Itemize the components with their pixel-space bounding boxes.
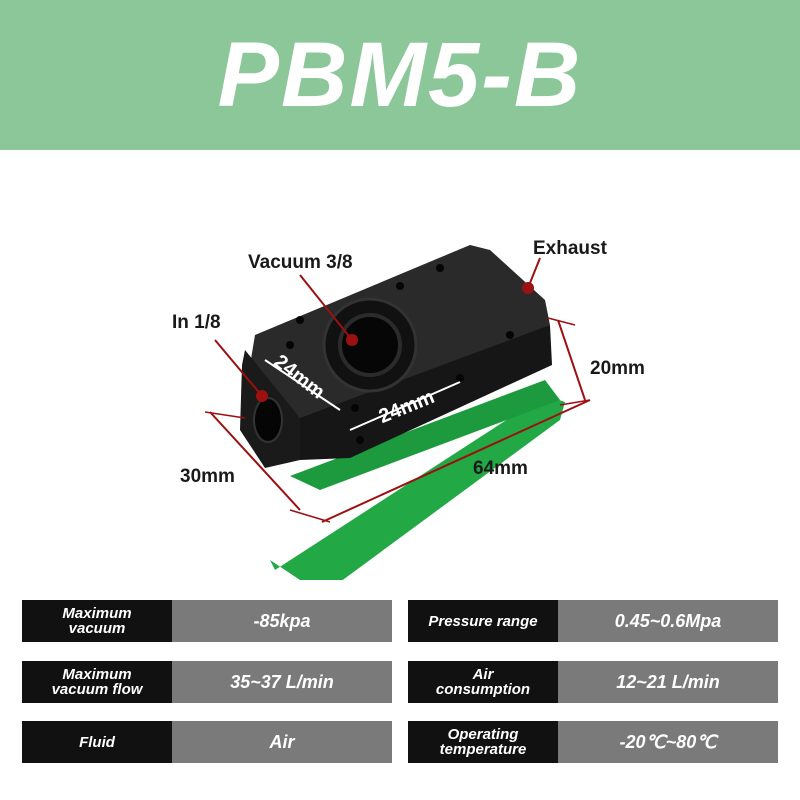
marker-vacuum <box>346 334 358 346</box>
spec-value: -20℃~80℃ <box>558 721 778 763</box>
product-diagram: Vacuum 3/8 Exhaust In 1/8 20mm 30mm 64mm… <box>0 150 800 580</box>
spec-value: 0.45~0.6Mpa <box>558 600 778 642</box>
marker-in <box>256 390 268 402</box>
spec-value: -85kpa <box>172 600 392 642</box>
body-front-face <box>300 325 552 460</box>
product-illustration <box>204 245 591 580</box>
label-height: 20mm <box>590 358 645 379</box>
green-base <box>270 395 565 580</box>
label-vacuum-port: Vacuum 3/8 <box>248 252 353 273</box>
spec-value: 35~37 L/min <box>172 661 392 703</box>
spec-row: Pressure range 0.45~0.6Mpa <box>408 600 778 642</box>
in-port <box>253 397 283 443</box>
spec-key: Pressure range <box>408 600 558 642</box>
spec-value: 12~21 L/min <box>558 661 778 703</box>
label-width: 30mm <box>180 466 235 487</box>
marker-exhaust <box>522 282 534 294</box>
label-exhaust: Exhaust <box>533 238 607 259</box>
spec-row: Fluid Air <box>22 721 392 763</box>
label-length: 64mm <box>473 458 528 479</box>
product-title: PBM5-B <box>217 24 583 126</box>
label-in-port: In 1/8 <box>172 312 221 333</box>
title-banner: PBM5-B <box>0 0 800 150</box>
spec-key: Fluid <box>22 721 172 763</box>
spec-value: Air <box>172 721 392 763</box>
